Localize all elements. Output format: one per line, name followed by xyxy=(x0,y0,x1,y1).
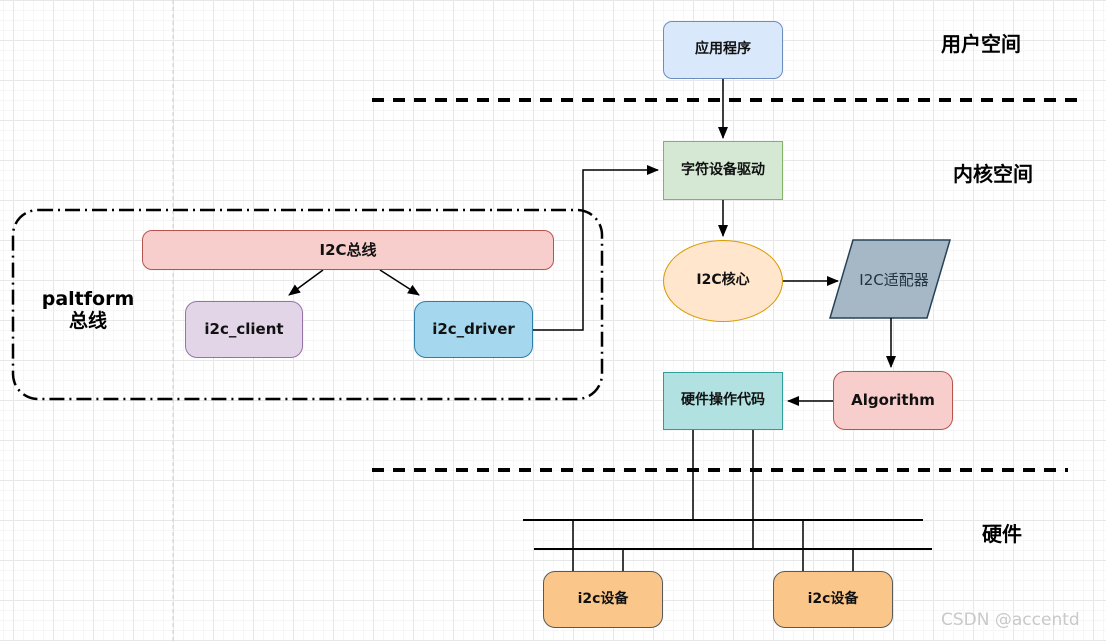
arrow-driver-to-chardev xyxy=(533,165,659,331)
csdn-watermark: CSDN @accentd xyxy=(941,610,1080,630)
region-label-kernel-space: 内核空间 xyxy=(953,162,1033,186)
arrow-i2cbus-to-client xyxy=(288,269,324,296)
node-i2c-device-right: i2c设备 xyxy=(773,571,893,628)
platform-bus-label: paltform 总线 xyxy=(28,288,148,332)
platform-bus-label-line1: paltform xyxy=(41,288,135,310)
node-i2c-bus: I2C总线 xyxy=(142,230,554,270)
node-i2c-driver: i2c_driver xyxy=(414,301,533,358)
platform-bus-label-line2: 总线 xyxy=(68,310,107,332)
node-char-device-driver: 字符设备驱动 xyxy=(663,141,783,200)
node-i2c-adapter-label: I2C适配器 xyxy=(859,270,929,289)
node-hardware-ops-code: 硬件操作代码 xyxy=(663,372,783,430)
node-algorithm: Algorithm xyxy=(833,371,953,430)
arrow-i2cbus-to-driver xyxy=(379,269,420,296)
i2c-adapter-shape xyxy=(828,239,952,319)
node-i2c-device-left: i2c设备 xyxy=(543,571,663,628)
region-label-hardware: 硬件 xyxy=(982,522,1022,546)
region-label-user-space: 用户空间 xyxy=(941,32,1021,56)
node-i2c-client: i2c_client xyxy=(185,301,303,358)
node-i2c-core: I2C核心 xyxy=(663,240,783,322)
node-application: 应用程序 xyxy=(663,21,783,79)
